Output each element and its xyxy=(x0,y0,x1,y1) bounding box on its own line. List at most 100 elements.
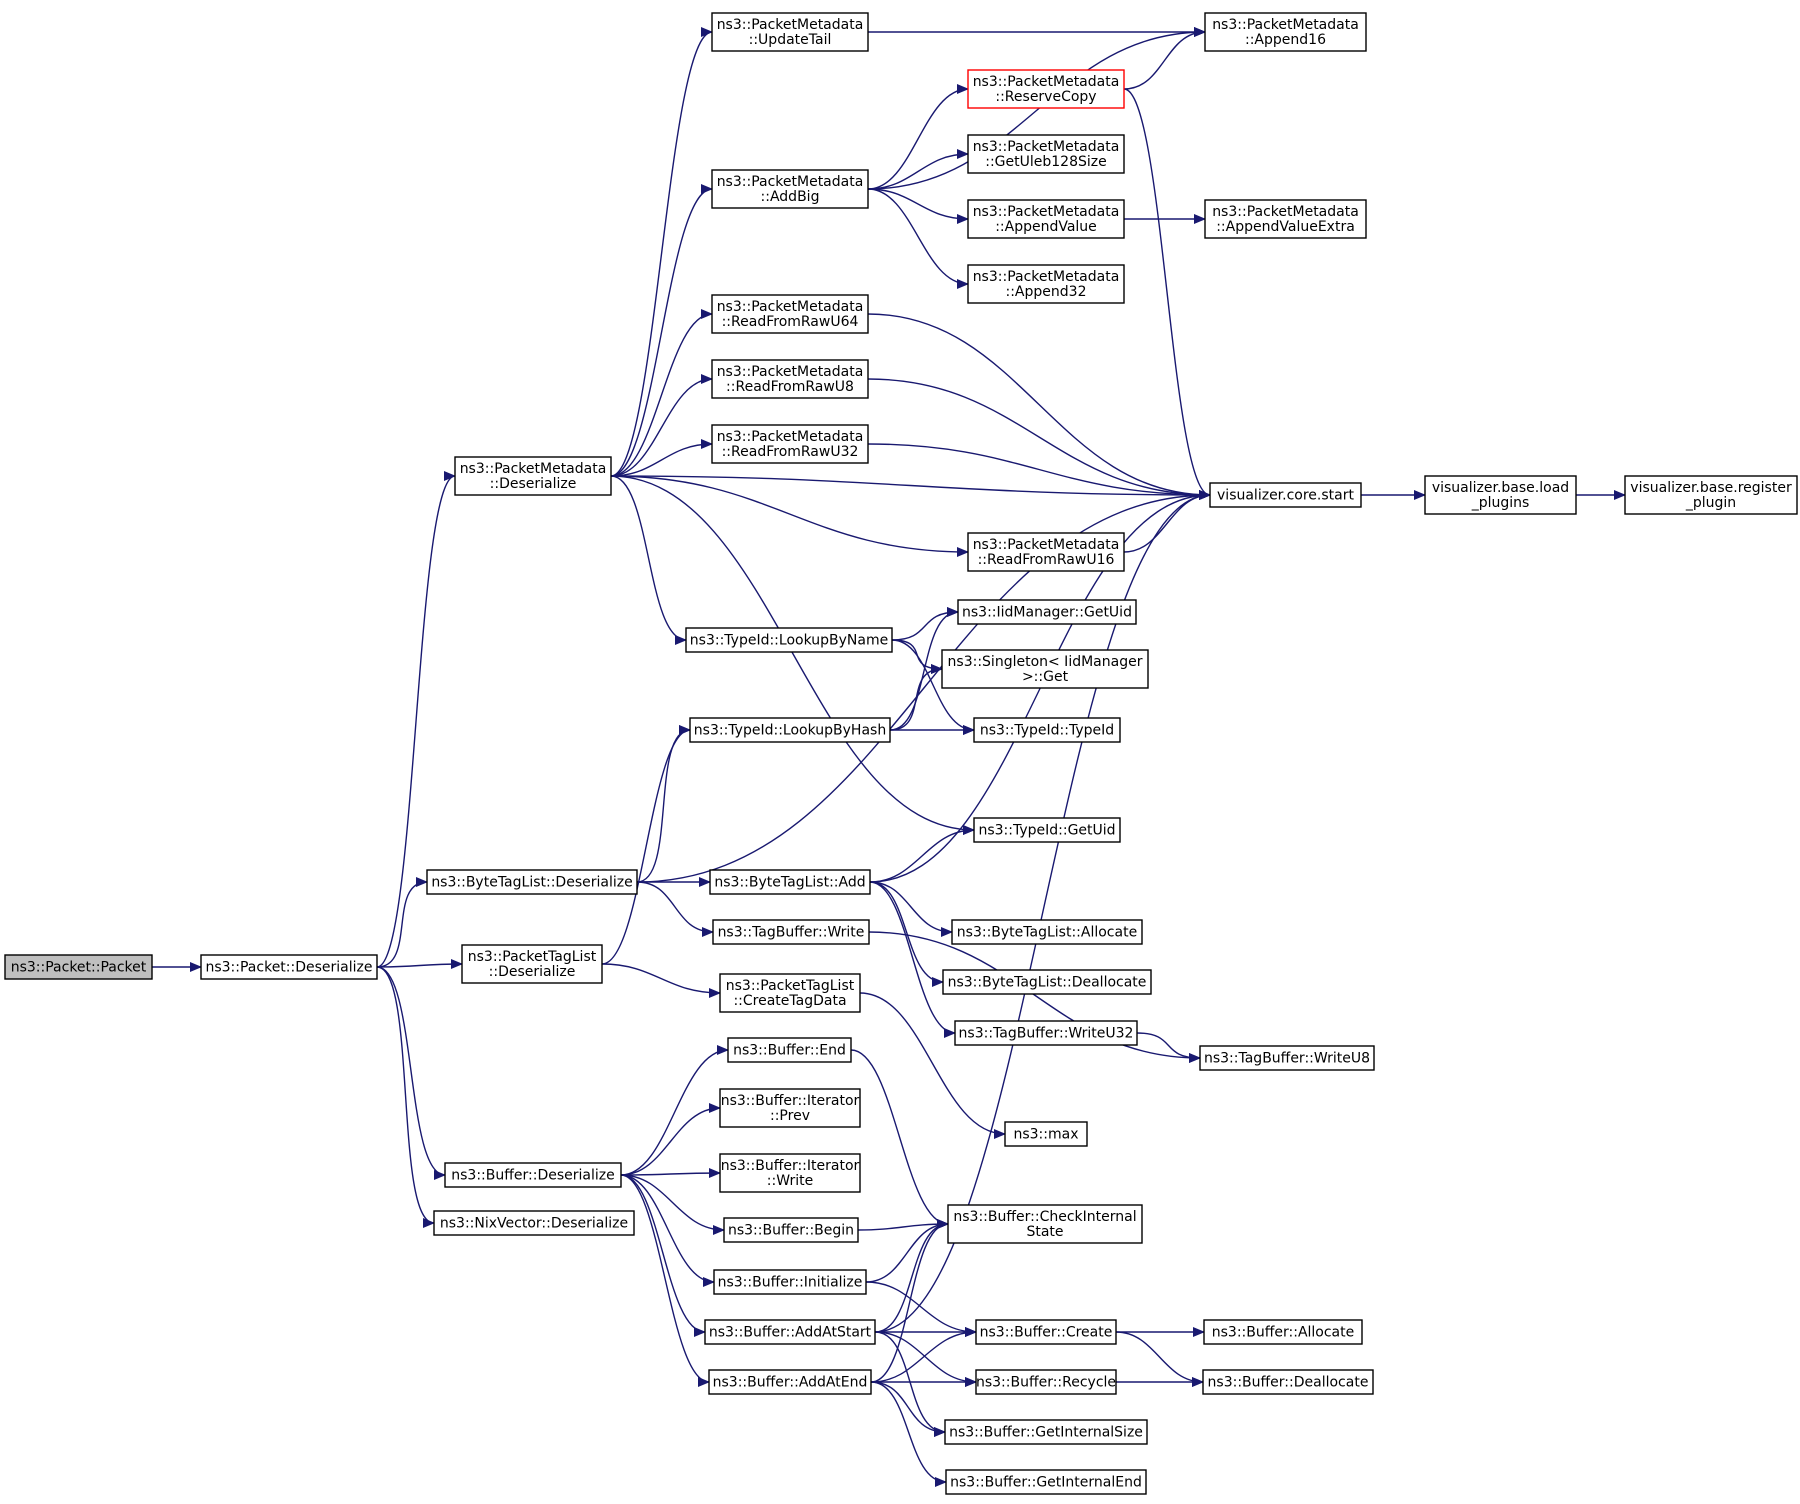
node-tb-write[interactable]: ns3::TagBuffer::Write xyxy=(712,919,870,945)
node-pm-rawu8[interactable]: ns3::PacketMetadata::ReadFromRawU8 xyxy=(711,359,869,399)
node-buf-itwrite[interactable]: ns3::Buffer::Iterator::Write xyxy=(719,1153,861,1193)
node-pm-rawu64[interactable]: ns3::PacketMetadata::ReadFromRawU64 xyxy=(711,294,869,334)
node-label: ns3::Buffer::Deallocate xyxy=(1208,1375,1369,1391)
node-box xyxy=(954,1020,1138,1046)
node-ptl-createtag[interactable]: ns3::PacketTagList::CreateTagData xyxy=(719,973,861,1013)
node-buf-initialize[interactable]: ns3::Buffer::Initialize xyxy=(713,1269,867,1295)
node-typeid-getuid[interactable]: ns3::TypeId::GetUid xyxy=(973,817,1121,843)
node-pm-append32[interactable]: ns3::PacketMetadata::Append32 xyxy=(967,264,1125,304)
node-iid-getuid[interactable]: ns3::IidManager::GetUid xyxy=(957,599,1137,625)
node-vis-load[interactable]: visualizer.base.load_plugins xyxy=(1424,475,1577,515)
node-buf-getinternalsize[interactable]: ns3::Buffer::GetInternalSize xyxy=(944,1419,1148,1445)
node-label: ns3::Buffer::Create xyxy=(980,1325,1113,1341)
edge-btl-add-to-typeid-getuid xyxy=(869,825,975,883)
node-buf-itprev[interactable]: ns3::Buffer::Iterator::Prev xyxy=(719,1088,861,1128)
node-buf-getinternalend[interactable]: ns3::Buffer::GetInternalEnd xyxy=(945,1469,1147,1495)
edge-pm-addbig-to-pm-append32 xyxy=(867,188,969,289)
node-box xyxy=(967,134,1125,174)
node-typeid-typeid[interactable]: ns3::TypeId::TypeId xyxy=(973,717,1121,743)
node-packet-deser[interactable]: ns3::Packet::Deserialize xyxy=(200,954,378,980)
edge-pm-addbig-to-pm-append16 xyxy=(867,27,1206,190)
node-btl-deallocate[interactable]: ns3::ByteTagList::Deallocate xyxy=(942,969,1152,995)
edge-pm-deser-to-vis-start xyxy=(610,475,1211,500)
node-typeid-lookuphash[interactable]: ns3::TypeId::LookupByHash xyxy=(689,717,891,743)
node-box xyxy=(685,627,893,653)
node-box xyxy=(426,869,638,895)
node-pm-getuleb[interactable]: ns3::PacketMetadata::GetUleb128Size xyxy=(967,134,1125,174)
node-label: ::Append32 xyxy=(1006,284,1087,300)
node-box xyxy=(1199,1045,1375,1071)
node-pm-appendvalueextra[interactable]: ns3::PacketMetadata::AppendValueExtra xyxy=(1204,199,1367,239)
node-vis-register[interactable]: visualizer.base.register_plugin xyxy=(1624,475,1798,515)
node-tb-writeu32[interactable]: ns3::TagBuffer::WriteU32 xyxy=(954,1020,1138,1046)
node-box xyxy=(941,649,1149,689)
node-vis-start[interactable]: visualizer.core.start xyxy=(1209,482,1362,508)
edge-pm-rawu64-to-vis-start xyxy=(867,313,1211,500)
node-label: ns3::TagBuffer::WriteU8 xyxy=(1204,1051,1370,1067)
node-label: ns3::IidManager::GetUid xyxy=(962,605,1132,621)
node-label: ns3::PacketMetadata xyxy=(717,174,864,190)
node-label: ns3::PacketMetadata xyxy=(973,269,1120,285)
node-label: ns3::TypeId::GetUid xyxy=(978,823,1115,839)
node-buf-addatend[interactable]: ns3::Buffer::AddAtEnd xyxy=(708,1369,872,1395)
node-label: ns3::PacketMetadata xyxy=(1212,204,1359,220)
edge-tb-write-to-tb-writeu8 xyxy=(868,931,1201,1063)
node-label: ns3::Buffer::Recycle xyxy=(976,1375,1116,1391)
node-label: ::AddBig xyxy=(761,189,820,205)
node-label: ns3::Buffer::Allocate xyxy=(1212,1325,1355,1341)
node-buf-deallocate[interactable]: ns3::Buffer::Deallocate xyxy=(1202,1369,1374,1395)
node-label: ns3::PacketMetadata xyxy=(1212,17,1359,33)
node-box xyxy=(973,717,1121,743)
node-box xyxy=(712,919,870,945)
node-pm-appendvalue[interactable]: ns3::PacketMetadata::AppendValue xyxy=(967,199,1125,239)
node-box xyxy=(1204,199,1367,239)
edge-buf-addatstart-to-buf-checkinternal xyxy=(874,1219,949,1333)
node-label: ns3::PacketMetadata xyxy=(717,299,864,315)
node-ns3-max[interactable]: ns3::max xyxy=(1004,1121,1088,1147)
node-pm-reservecopy[interactable]: ns3::PacketMetadata::ReserveCopy xyxy=(967,69,1125,109)
node-pm-rawu32[interactable]: ns3::PacketMetadata::ReadFromRawU32 xyxy=(711,424,869,464)
node-box xyxy=(967,69,1125,109)
node-nix-deser[interactable]: ns3::NixVector::Deserialize xyxy=(433,1210,635,1236)
node-box xyxy=(4,954,153,980)
edge-packet-deser-to-nix-deser xyxy=(376,966,435,1228)
node-label: ns3::PacketMetadata xyxy=(973,537,1120,553)
node-packet-ctor[interactable]: ns3::Packet::Packet xyxy=(4,954,153,980)
node-btl-add[interactable]: ns3::ByteTagList::Add xyxy=(709,869,871,895)
node-buf-create[interactable]: ns3::Buffer::Create xyxy=(975,1319,1117,1345)
node-buf-recycle[interactable]: ns3::Buffer::Recycle xyxy=(975,1369,1117,1395)
node-label: ns3::TagBuffer::WriteU32 xyxy=(959,1026,1134,1042)
node-pm-addbig[interactable]: ns3::PacketMetadata::AddBig xyxy=(711,169,869,209)
node-box xyxy=(944,1419,1148,1445)
node-buf-addatstart[interactable]: ns3::Buffer::AddAtStart xyxy=(704,1319,876,1345)
edge-btl-add-to-btl-deallocate xyxy=(869,881,944,987)
edge-btl-add-to-tb-writeu32 xyxy=(869,881,956,1038)
edge-pm-addbig-to-pm-reservecopy xyxy=(867,84,969,190)
node-box xyxy=(711,294,869,334)
node-pm-updatetail[interactable]: ns3::PacketMetadata::UpdateTail xyxy=(711,12,869,52)
edge-buf-deser-to-buf-addatstart xyxy=(620,1174,706,1337)
node-pm-append16[interactable]: ns3::PacketMetadata::Append16 xyxy=(1204,12,1367,52)
node-label: visualizer.core.start xyxy=(1217,488,1354,504)
node-box xyxy=(711,359,869,399)
node-box xyxy=(957,599,1137,625)
node-pm-deser[interactable]: ns3::PacketMetadata::Deserialize xyxy=(454,456,612,496)
node-typeid-lookupname[interactable]: ns3::TypeId::LookupByName xyxy=(685,627,893,653)
node-ptl-deser[interactable]: ns3::PacketTagList::Deserialize xyxy=(461,944,603,984)
edge-pm-rawu32-to-vis-start xyxy=(867,443,1211,500)
node-btl-deser[interactable]: ns3::ByteTagList::Deserialize xyxy=(426,869,638,895)
node-label: ns3::Buffer::GetInternalEnd xyxy=(950,1475,1142,1491)
node-label: ns3::PacketMetadata xyxy=(973,139,1120,155)
node-buf-begin[interactable]: ns3::Buffer::Begin xyxy=(723,1217,859,1243)
node-btl-allocate[interactable]: ns3::ByteTagList::Allocate xyxy=(951,919,1143,945)
node-tb-writeu8[interactable]: ns3::TagBuffer::WriteU8 xyxy=(1199,1045,1375,1071)
node-buf-end[interactable]: ns3::Buffer::End xyxy=(727,1037,852,1063)
node-pm-rawu16[interactable]: ns3::PacketMetadata::ReadFromRawU16 xyxy=(967,532,1125,572)
node-singleton-get[interactable]: ns3::Singleton< IidManager>::Get xyxy=(941,649,1149,689)
node-buf-allocate[interactable]: ns3::Buffer::Allocate xyxy=(1203,1319,1363,1345)
edge-typeid-lookuphash-to-iid-getuid xyxy=(889,607,959,731)
node-box xyxy=(975,1319,1117,1345)
node-buf-deser[interactable]: ns3::Buffer::Deserialize xyxy=(444,1162,622,1188)
